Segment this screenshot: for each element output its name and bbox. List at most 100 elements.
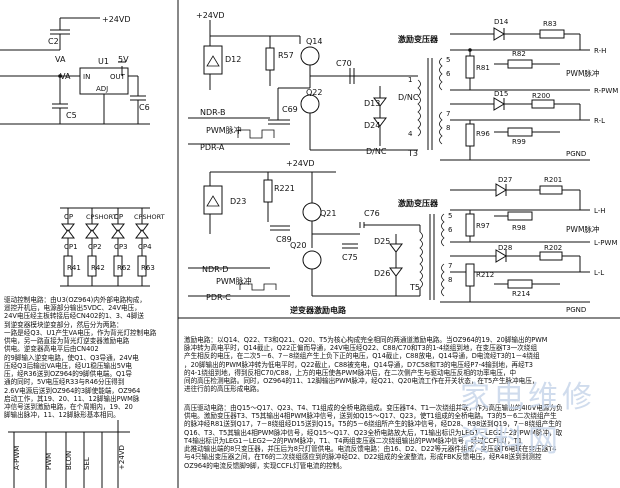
bottom-text-line: 供电。激励变压器T3、T5其输出4相PWM脉冲信号，送到如Q15～Q17、Q23… — [184, 412, 557, 421]
pwm-label-l: PWM脉冲 — [566, 224, 599, 234]
dnc-label-1: D/NC — [398, 93, 419, 102]
d14-label: D14 — [494, 18, 509, 26]
bottom-text-line: 与4只输出变压器之间，在T6的二次绕组感应到的脉冲经D2、D22组成的全波整流，… — [184, 453, 542, 462]
cp1-label: CP1 — [64, 243, 78, 251]
transformer-t3: 激励变压器 T3 5 6 7 8 1 4 — [396, 34, 451, 158]
inverter-upper: +24VD D12 R57 Q14 Q22 C69 C70 D13 D24 D — [188, 11, 419, 156]
bottom-text-line: 高压驱动电路：由Q15～Q17、Q23、T4、T1组成的全桥电路组成。变压器T4… — [184, 404, 563, 412]
c75-label: C75 — [342, 253, 358, 262]
c5-label: C5 — [66, 111, 77, 120]
r202-label: R202 — [544, 244, 562, 252]
cp-label-4: CPSHORT — [134, 213, 165, 221]
q14-transistor — [300, 46, 320, 66]
left-description: 驱动控制电路：由U3(OZ964)内外部电路构成，遥控开机后，电源部分输出5VD… — [4, 296, 174, 418]
c6-label: C6 — [139, 103, 150, 112]
r214-resistor — [507, 279, 533, 289]
t3-pin-6: 6 — [446, 70, 451, 78]
r96-resistor — [465, 123, 475, 147]
cp3-label: CP3 — [114, 243, 128, 251]
r-l-label: R-L — [594, 117, 605, 125]
r200-label: R200 — [532, 92, 550, 100]
q14-label: Q14 — [306, 37, 322, 46]
r212-resistor — [465, 263, 475, 287]
t3-pin-5: 5 — [446, 56, 450, 64]
inverter-lower: +24VD D23 R221 Q21 C89 Q20 C75 C76 D25 D… — [188, 159, 420, 315]
sel-pin: SEL — [83, 457, 91, 470]
r212-label: R212 — [476, 271, 494, 279]
vcc-24vd-pin: +24VD — [118, 445, 126, 470]
u1-in-label: IN — [83, 73, 90, 81]
inv-vcc-top: +24VD — [196, 11, 225, 20]
left-text-line: 供电，另一路直接为背光灯逆变器激励电路 — [4, 337, 130, 346]
va-pin-label: VA — [60, 72, 71, 81]
r202-resistor — [539, 251, 563, 261]
ndr-b-label: NDR-B — [200, 108, 225, 117]
r97-resistor — [465, 213, 475, 237]
pwm-label-1: PWM脉冲 — [206, 125, 242, 135]
r-pwm-label: R-PWM — [594, 87, 618, 95]
transformer-title-top: 激励变压器 — [398, 34, 439, 44]
left-text-line: 驱动控制电路：由U3(OZ964)内外部电路构成， — [4, 296, 146, 304]
t3-pin-1: 1 — [408, 76, 412, 84]
q20-transistor — [302, 250, 322, 270]
t5-pin-6: 6 — [448, 226, 453, 234]
left-text-line: 一路是经Q3、U1产生VA电压，作为背光灯控制电路 — [4, 328, 157, 337]
r82-resistor — [507, 59, 533, 69]
r57-label: R57 — [278, 51, 294, 60]
bottom-text-line: OZ964的电流反馈脚9脚，实现CCFL灯管电流的控制。 — [184, 461, 346, 470]
q20-label: Q20 — [290, 241, 306, 250]
va-label: VA — [55, 55, 66, 64]
output-lower: D27 R201 R97 R98 L-H PWM脉冲 L-PWM D28 R20… — [440, 176, 618, 314]
bottom-connector: A-PWM PWM BLON SEL +24VD — [8, 420, 130, 488]
left-text-line: 2.6V电源后送到OZ964的3脚使能端，OZ964 — [4, 386, 141, 395]
mid-text-line: 脉冲转为高电平时，Q14截止，Q22正偏而导通，24V电压经Q22、C88/C7… — [184, 344, 538, 353]
t5-pin-8: 8 — [448, 276, 452, 284]
r214-label: R214 — [512, 290, 531, 298]
transformer-t5: 激励变压器 T5 5 6 7 8 — [398, 198, 453, 300]
t3-pin-4: 4 — [408, 130, 413, 138]
excitation-description: 激励电路：以Q14、Q22、T3和Q21、Q20、T5为核心构成完全相同的两通道… — [184, 336, 616, 402]
bottom-text-line: T4输出标识为LEG1－LEG2一2的PWM脉冲，T1、T4两组变压器二次绕组输… — [184, 436, 523, 445]
t3-label: T3 — [407, 149, 418, 158]
r99-resistor — [507, 127, 533, 137]
d27-label: D27 — [498, 176, 512, 184]
r83-resistor — [539, 29, 565, 39]
r99-label: R99 — [512, 138, 526, 146]
d23-label: D23 — [230, 197, 246, 206]
c69-label: C69 — [282, 105, 298, 114]
l-l-label: L-L — [594, 269, 604, 277]
l-h-label: L-H — [594, 207, 606, 215]
left-text-line: 冲信号送到激励电路，在个周期内，19、20 — [4, 403, 133, 412]
c76-label: C76 — [364, 209, 380, 218]
r97-label: R97 — [476, 222, 490, 230]
cp-label-2: CPSHORT — [86, 213, 117, 221]
left-text-line: 到逆变器模块逆变部分，然后分为两路： — [4, 320, 123, 329]
r63-label: R63 — [141, 264, 155, 272]
u1-adj-label: ADJ — [96, 85, 108, 93]
pwm-label-r: PWM脉冲 — [566, 68, 599, 78]
vcc-24vd-label: +24VD — [102, 15, 131, 24]
r81-resistor — [465, 55, 475, 79]
q22-transistor — [300, 94, 320, 114]
r98-label: R98 — [512, 224, 526, 232]
d15-label: D15 — [494, 90, 508, 98]
r221-label: R221 — [274, 184, 295, 193]
r-h-label: R-H — [594, 47, 606, 55]
bottom-text-line: 此推动输出端的8只变压器，并压后为8只灯管供电。电流反馈电路：由16、D2、D2… — [184, 445, 557, 454]
t5-pin-5: 5 — [448, 212, 452, 220]
d25-label: D25 — [374, 237, 390, 246]
q22-label: Q22 — [306, 88, 322, 97]
bottom-text-line: 的脉冲经R81送到Q17，7－8绕组经D15送到Q15。T5的5－6绕组所产生的… — [184, 420, 562, 429]
c70-label: C70 — [336, 59, 352, 68]
pwm-label-2: PWM脉冲 — [216, 276, 252, 286]
watermark: 家电维修资料网 — [460, 380, 596, 459]
d26-label: D26 — [374, 269, 390, 278]
d24-label: D24 — [364, 121, 380, 130]
d12-label: D12 — [225, 55, 241, 64]
r81-label: R81 — [476, 64, 490, 72]
cp-label-3: CP — [114, 213, 123, 221]
d28-label: D28 — [498, 244, 512, 252]
output-upper: D14 R83 R81 R82 R-H PWM脉冲 R-PWM D15 R200… — [440, 18, 618, 161]
left-text-line: 24V电压经主板转接后经CN402的1、3、4脚送 — [4, 312, 144, 321]
